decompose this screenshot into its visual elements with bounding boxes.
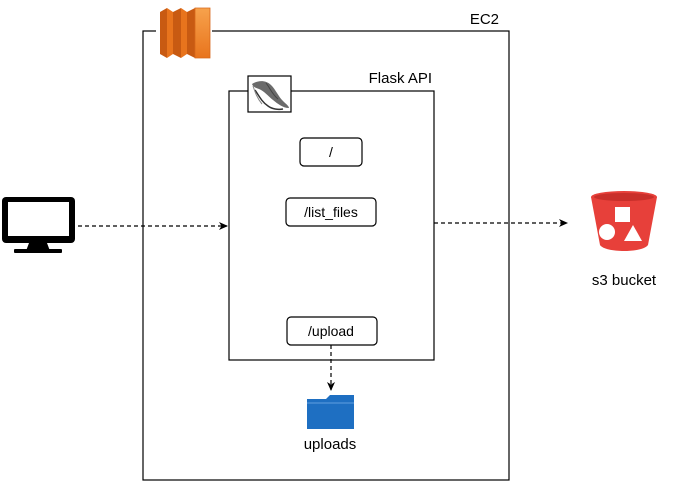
flask-logo-icon <box>247 75 292 113</box>
ec2-label: EC2 <box>470 11 499 28</box>
ec2-container <box>142 30 510 481</box>
s3-bucket-icon <box>591 191 657 251</box>
uploads-label: uploads <box>304 436 357 453</box>
root-endpoint: / <box>299 137 363 167</box>
folder-icon <box>307 395 354 429</box>
upload-endpoint-label: /upload <box>308 323 354 339</box>
list-files-endpoint: /list_files <box>285 197 377 227</box>
flask-api-label: Flask API <box>369 70 432 87</box>
desktop-monitor-icon <box>2 197 75 253</box>
upload-endpoint: /upload <box>286 316 378 346</box>
list-files-endpoint-label: /list_files <box>304 204 358 220</box>
root-endpoint-label: / <box>329 144 333 160</box>
s3-bucket-label: s3 bucket <box>592 272 657 289</box>
aws-ec2-icon <box>156 7 212 59</box>
